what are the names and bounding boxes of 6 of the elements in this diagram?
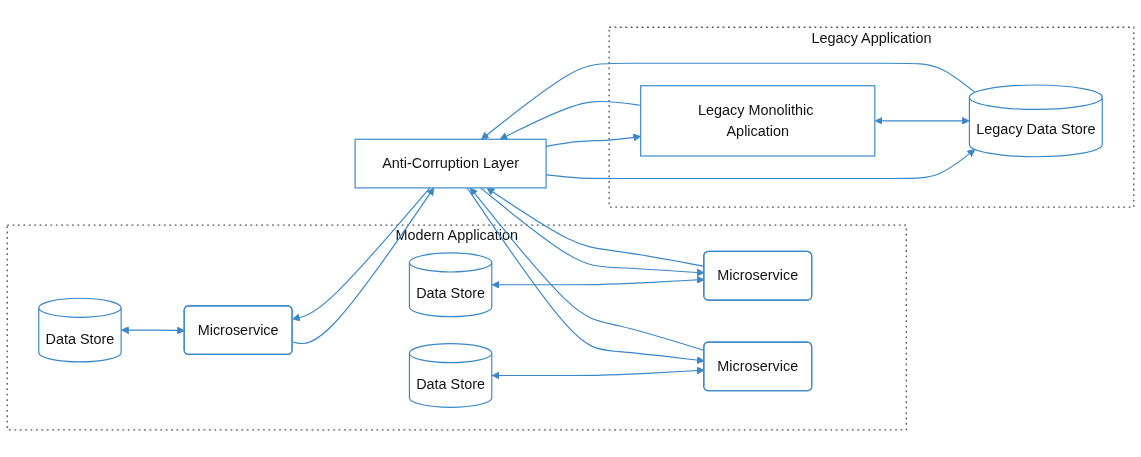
arrow	[874, 116, 970, 125]
node-box: Anti-Corruption Layer	[354, 138, 547, 189]
arrow	[121, 326, 185, 335]
node-box: Legacy Monolithic Aplication	[640, 85, 876, 157]
arrow	[292, 187, 431, 322]
arrow	[481, 62, 976, 140]
